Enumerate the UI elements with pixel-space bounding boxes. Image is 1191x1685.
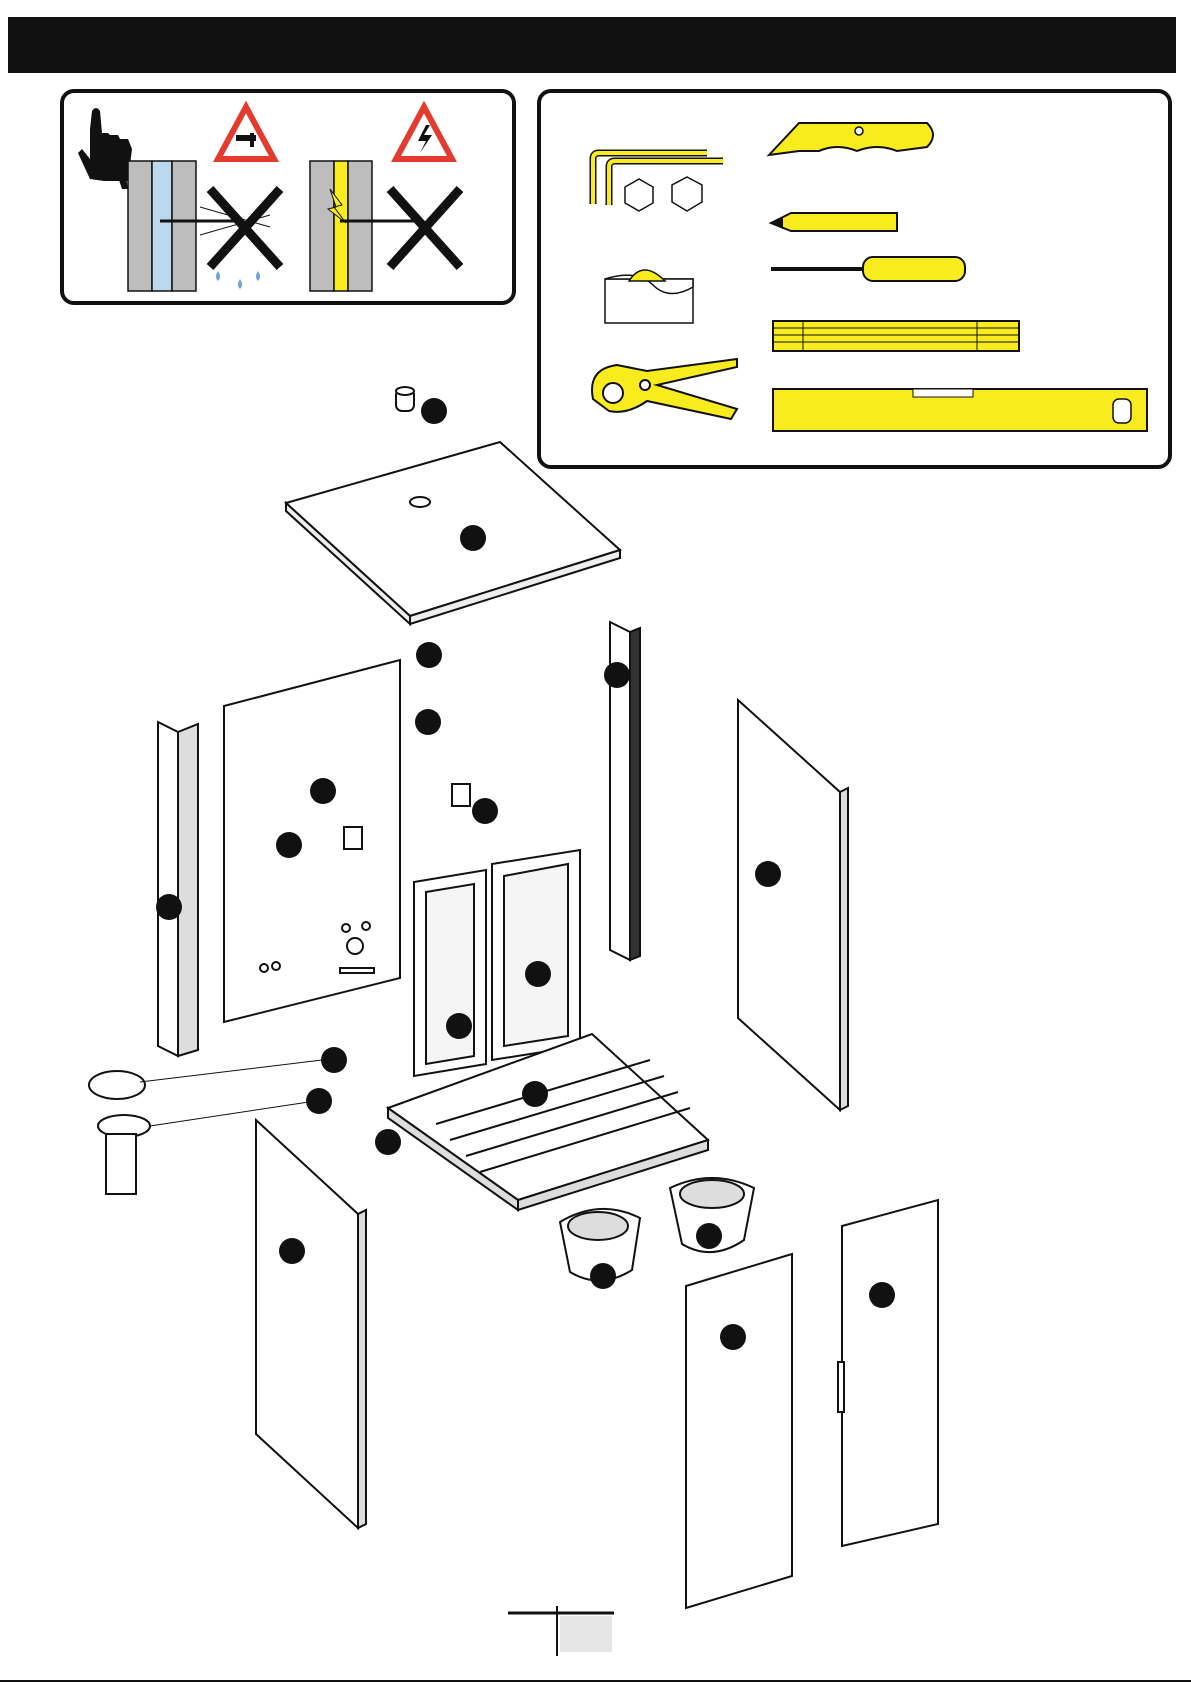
callout-marker	[472, 798, 498, 824]
roof-panel-part	[286, 442, 620, 624]
door-part	[838, 1200, 938, 1546]
callout-marker	[446, 1013, 472, 1039]
callout-marker	[869, 1282, 895, 1308]
callout-marker	[375, 1129, 401, 1155]
callout-marker	[421, 398, 447, 424]
frame-right-part	[492, 850, 580, 1060]
callout-marker	[590, 1263, 616, 1289]
footer-line	[0, 1680, 1191, 1682]
callout-marker	[604, 662, 630, 688]
callout-marker	[276, 832, 302, 858]
side-post-left-part	[158, 722, 198, 1056]
callout-marker	[306, 1088, 332, 1114]
door-panel-part	[686, 1254, 792, 1608]
callout-marker	[522, 1081, 548, 1107]
callout-marker	[415, 709, 441, 735]
drain-plug-part	[89, 1060, 322, 1099]
callout-marker	[720, 1324, 746, 1350]
callout-marker	[321, 1047, 347, 1073]
drain-cap-part	[396, 387, 414, 411]
callout-marker	[416, 642, 442, 668]
callout-marker	[696, 1223, 722, 1249]
callout-marker	[279, 1238, 305, 1264]
callout-marker	[525, 961, 551, 987]
callout-marker	[460, 525, 486, 551]
front-panel-left-part	[256, 1120, 366, 1528]
side-panel-right-part	[738, 700, 848, 1110]
callout-marker	[156, 894, 182, 920]
callout-marker	[310, 778, 336, 804]
callout-marker	[755, 861, 781, 887]
page-footer-mark	[508, 1606, 614, 1656]
frame-left-part	[414, 870, 486, 1076]
